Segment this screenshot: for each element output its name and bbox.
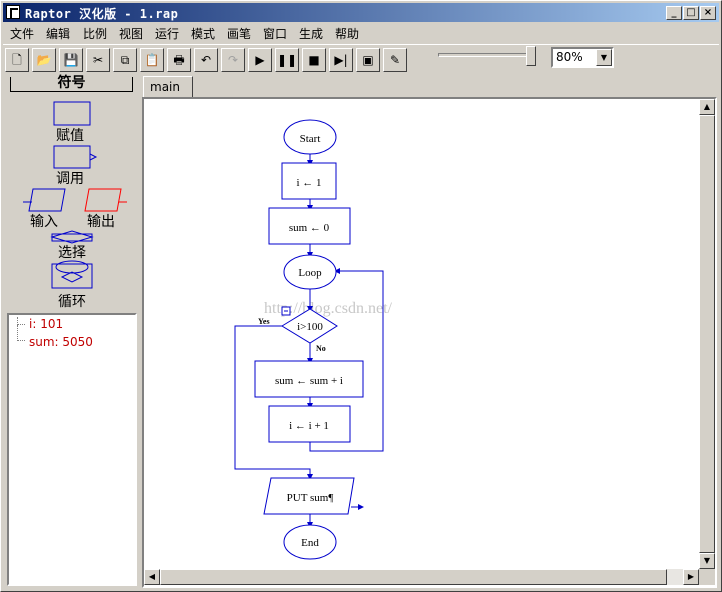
assign-i-label: i ← 1 [296,177,321,189]
flow-connectors [234,154,384,528]
yes-label: Yes [258,317,270,326]
menu-scale[interactable]: 比例 [83,27,108,41]
assign-symbol[interactable] [53,101,91,126]
output-label: 输出 [87,214,115,230]
watch-var-sum[interactable]: sum: 5050 [29,335,93,349]
close-button[interactable]: × [700,6,716,20]
end-terminal[interactable] [283,524,337,560]
tree-connector [17,317,25,325]
loop-symbol-box [51,263,93,289]
redo-icon[interactable]: ↷ [221,48,245,72]
vertical-scroll-thumb[interactable] [699,115,715,553]
menu-mode[interactable]: 模式 [191,27,216,41]
loop-oval[interactable] [283,254,337,290]
title-bar: Raptor 汉化版 - 1.rap _ □ × [3,3,719,22]
paste-icon[interactable]: 📋 [140,48,164,72]
symbol-panel: 符号 赋值 调用 输入 输出 选择 循环 [6,76,137,588]
symbol-shapes [23,101,127,289]
loop-symbol-diamond [60,271,84,283]
print-icon[interactable]: 🖶 [167,48,191,72]
toolbar: 🗋 📂 💾 ✂ ⧉ 📋 🖶 ↶ ↷ ▶ ❚❚ ■ ▶| ▣ ✎ [3,44,719,74]
body-i-box[interactable] [268,405,351,443]
menu-generate[interactable]: 生成 [299,27,324,41]
menu-file[interactable]: 文件 [10,27,35,41]
open-folder-icon[interactable]: 📂 [32,48,56,72]
menu-bar: 文件 编辑 比例 视图 运行 模式 画笔 窗口 生成 帮助 [3,23,719,42]
menu-help[interactable]: 帮助 [335,27,360,41]
scroll-up-icon[interactable]: ▲ [699,99,715,115]
scroll-down-icon[interactable]: ▼ [699,553,715,569]
menu-window[interactable]: 窗口 [263,27,288,41]
select-symbol-bar [51,233,93,242]
call-symbol[interactable] [53,145,91,169]
watermark-text: http://blog.csdn.net/ [264,300,393,317]
new-file-icon[interactable]: 🗋 [5,48,29,72]
end-label: End [301,537,319,549]
minimize-button[interactable]: _ [666,6,682,20]
loop-symbol[interactable] [55,260,89,274]
select-label: 选择 [58,245,86,261]
menu-run[interactable]: 运行 [155,27,180,41]
tab-main[interactable]: main [143,76,193,98]
scroll-right-icon[interactable]: ▶ [683,569,699,585]
assign-i-box[interactable] [281,162,337,200]
tree-connector [17,325,25,341]
body-sum-box[interactable] [254,360,364,398]
step-icon[interactable]: ▶| [329,48,353,72]
assign-sum-label: sum ← 0 [289,222,330,234]
assign-sum-box[interactable] [268,207,351,245]
call-label: 调用 [56,171,84,187]
play-icon[interactable]: ▶ [248,48,272,72]
zoom-select[interactable]: 80% ▼ [551,47,614,68]
watch-window: i: 101 sum: 5050 [7,313,137,586]
stop-icon[interactable]: ■ [302,48,326,72]
raptor-app-icon[interactable] [6,5,20,19]
start-terminal[interactable] [283,119,337,155]
output-box[interactable] [263,477,355,515]
call-arrow-icon [89,153,98,161]
loop-label: 循环 [58,294,86,310]
start-label: Start [300,133,321,145]
copy-icon[interactable]: ⧉ [113,48,137,72]
cut-icon[interactable]: ✂ [86,48,110,72]
body-i-label: i ← i + 1 [289,420,329,432]
menu-ink[interactable]: 画笔 [227,27,252,41]
no-label: No [316,344,326,353]
pause-icon[interactable]: ❚❚ [275,48,299,72]
maximize-button[interactable]: □ [683,6,699,20]
condition-label: i>100 [297,321,323,333]
watch-var-i[interactable]: i: 101 [29,317,64,331]
scroll-corner [699,569,715,585]
save-icon[interactable]: 💾 [59,48,83,72]
output-symbol[interactable] [84,188,122,212]
flowchart-diagram: http://blog.csdn.net/ Start i ← 1 sum ← … [234,119,393,560]
input-symbol[interactable] [28,188,66,212]
zoom-value: 80% [556,50,583,64]
body-sum-label: sum ← sum + i [275,375,343,387]
speed-slider-track[interactable] [438,53,532,57]
test-icon[interactable]: ▣ [356,48,380,72]
speed-slider-thumb[interactable] [526,46,536,66]
menu-view[interactable]: 视图 [119,27,144,41]
horizontal-scrollbar[interactable]: ◀ ▶ [144,569,699,585]
symbol-header: 符号 [10,76,133,92]
menu-edit[interactable]: 编辑 [46,27,71,41]
condition-diamond[interactable] [281,308,338,344]
undo-icon[interactable]: ↶ [194,48,218,72]
horizontal-scroll-thumb[interactable] [160,569,667,585]
assign-label: 赋值 [56,128,84,144]
vertical-scrollbar[interactable]: ▲ ▼ [699,99,715,569]
window-title: Raptor 汉化版 - 1.rap [25,7,179,21]
input-label: 输入 [30,214,58,230]
loop-label-text: Loop [298,267,322,279]
chevron-down-icon[interactable]: ▼ [596,49,612,66]
output-label-text: PUT sum¶ [287,492,334,504]
flowchart-canvas[interactable] [142,97,717,588]
scroll-left-icon[interactable]: ◀ [144,569,160,585]
pen-icon[interactable]: ✎ [383,48,407,72]
